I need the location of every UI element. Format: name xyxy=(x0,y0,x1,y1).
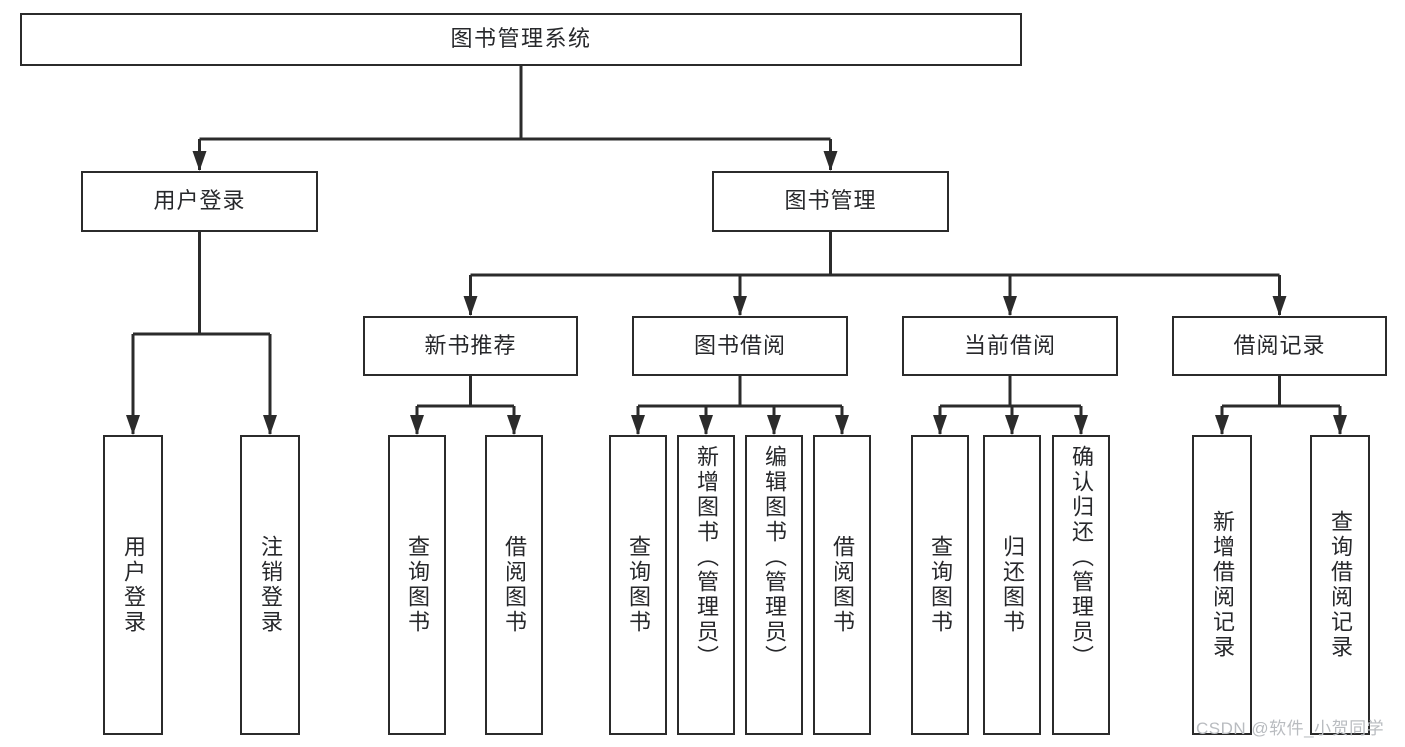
node-n-user-login[interactable]: 用户登录 xyxy=(81,171,318,232)
arrow-head-icon xyxy=(1215,415,1229,435)
node-l-bw-edit[interactable]: 编辑图书（管理员） xyxy=(745,435,803,735)
node-l-bw-borrow[interactable]: 借阅图书 xyxy=(813,435,871,735)
node-label: 新增借阅记录 xyxy=(1210,510,1235,660)
node-n-book-mgmt[interactable]: 图书管理 xyxy=(712,171,949,232)
node-label: 新增图书（管理员） xyxy=(694,445,719,670)
node-label: 图书管理系统 xyxy=(450,26,592,52)
arrow-head-icon xyxy=(263,415,277,435)
node-root[interactable]: 图书管理系统 xyxy=(20,13,1022,66)
arrow-head-icon xyxy=(823,151,838,171)
arrow-head-icon xyxy=(1074,415,1088,435)
node-label: 查询图书 xyxy=(626,535,651,635)
node-l-nb-query[interactable]: 查询图书 xyxy=(388,435,446,735)
node-label: 确认归还（管理员） xyxy=(1069,445,1094,670)
node-label: 注销登录 xyxy=(258,535,283,635)
arrow-head-icon xyxy=(1003,296,1017,316)
node-l-rec-add[interactable]: 新增借阅记录 xyxy=(1192,435,1252,735)
node-label: 当前借阅 xyxy=(963,332,1056,358)
node-label: 查询图书 xyxy=(405,535,430,635)
arrow-head-icon xyxy=(192,151,207,171)
arrow-head-icon xyxy=(410,415,424,435)
arrow-head-icon xyxy=(767,415,781,435)
node-label: 查询图书 xyxy=(928,535,953,635)
arrow-head-icon xyxy=(733,296,747,316)
node-l-bw-query[interactable]: 查询图书 xyxy=(609,435,667,735)
node-label: 图书借阅 xyxy=(693,332,786,358)
node-l-nb-borrow[interactable]: 借阅图书 xyxy=(485,435,543,735)
arrow-head-icon xyxy=(507,415,521,435)
node-n-borrow[interactable]: 图书借阅 xyxy=(632,316,848,376)
arrow-head-icon xyxy=(835,415,849,435)
node-label: 用户登录 xyxy=(121,535,146,635)
node-label: 编辑图书（管理员） xyxy=(762,445,787,670)
arrow-head-icon xyxy=(699,415,713,435)
arrow-head-icon xyxy=(631,415,645,435)
node-n-new-book[interactable]: 新书推荐 xyxy=(363,316,578,376)
node-label: 借阅图书 xyxy=(830,535,855,635)
node-l-login[interactable]: 用户登录 xyxy=(103,435,163,735)
arrow-head-icon xyxy=(933,415,947,435)
node-label: 借阅图书 xyxy=(502,535,527,635)
arrow-head-icon xyxy=(1333,415,1347,435)
arrow-head-icon xyxy=(1272,296,1287,316)
node-l-rec-query[interactable]: 查询借阅记录 xyxy=(1310,435,1370,735)
node-label: 用户登录 xyxy=(153,188,246,214)
arrow-head-icon xyxy=(1005,415,1019,435)
node-n-record[interactable]: 借阅记录 xyxy=(1172,316,1387,376)
node-label: 图书管理 xyxy=(784,188,877,214)
node-l-bw-add[interactable]: 新增图书（管理员） xyxy=(677,435,735,735)
node-l-logout[interactable]: 注销登录 xyxy=(240,435,300,735)
node-label: 查询借阅记录 xyxy=(1328,510,1353,660)
node-l-cur-confirm[interactable]: 确认归还（管理员） xyxy=(1052,435,1110,735)
node-n-current[interactable]: 当前借阅 xyxy=(902,316,1118,376)
node-label: 新书推荐 xyxy=(424,332,517,358)
node-l-cur-query[interactable]: 查询图书 xyxy=(911,435,969,735)
arrow-head-icon xyxy=(463,296,478,316)
node-l-cur-return[interactable]: 归还图书 xyxy=(983,435,1041,735)
arrow-head-icon xyxy=(126,415,140,435)
node-label: 借阅记录 xyxy=(1233,332,1326,358)
node-label: 归还图书 xyxy=(1000,535,1025,635)
watermark: CSDN @软件_小贺同学 xyxy=(1196,719,1385,738)
